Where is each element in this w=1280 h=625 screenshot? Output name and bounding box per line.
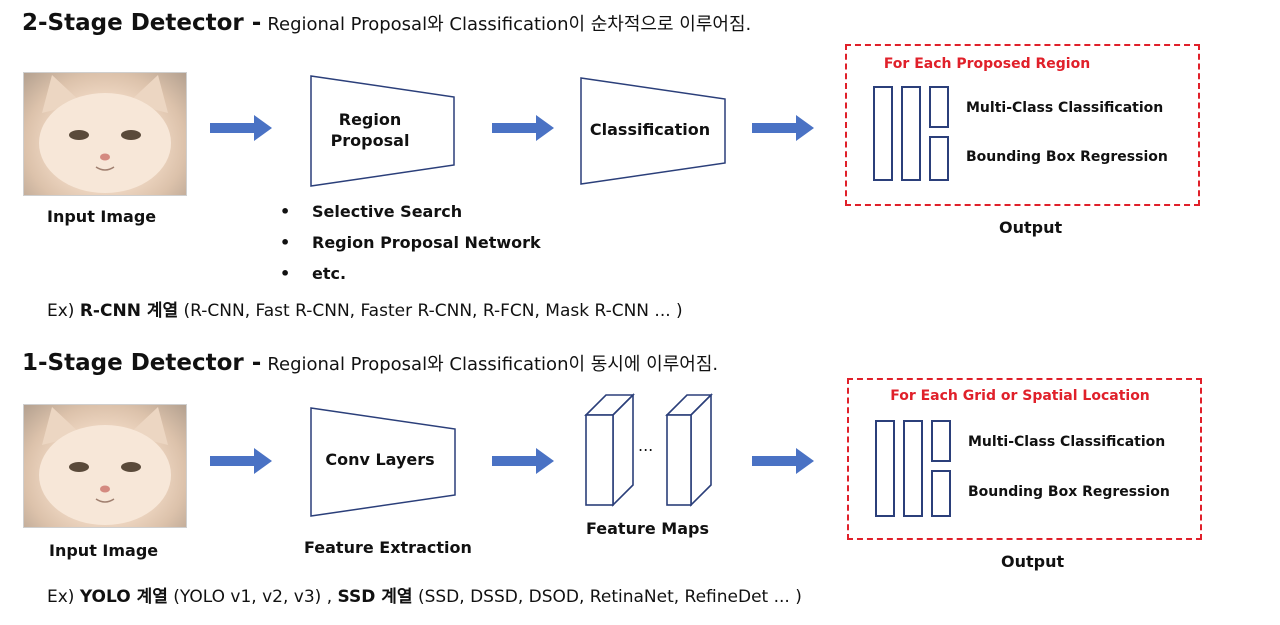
list-item: • Region Proposal Network — [280, 227, 541, 258]
one-stage-output-box: For Each Grid or Spatial Location Multi-… — [847, 378, 1202, 540]
one-stage-example-ssd-list: (SSD, DSSD, DSOD, RetinaNet, RefineDet .… — [417, 587, 802, 607]
one-stage-example-yolo-list: (YOLO v1, v2, v3) , — [173, 587, 333, 607]
right-arrow-icon — [752, 115, 814, 141]
one-stage-heading: 1-Stage Detector-Regional Proposal와 Clas… — [22, 350, 718, 376]
two-stage-description: Regional Proposal와 Classification이 순차적으로… — [267, 14, 752, 35]
two-stage-output-label-classification: Multi-Class Classification — [966, 100, 1164, 116]
bullet-text: Region Proposal Network — [312, 233, 541, 252]
one-stage-output-caption: Output — [1001, 552, 1065, 571]
list-item: • etc. — [280, 258, 541, 289]
two-stage-bullet-list: • Selective Search • Region Proposal Netwo… — [280, 196, 541, 289]
conv-layers-block — [310, 407, 456, 517]
bullet-text: Selective Search — [312, 202, 463, 221]
classification-block — [580, 77, 726, 185]
list-item: • Selective Search — [280, 196, 541, 227]
right-arrow-icon — [752, 448, 814, 474]
output-bar-box — [931, 470, 951, 517]
region-proposal-line1: Region — [338, 110, 402, 129]
output-bar — [875, 420, 895, 517]
one-stage-example-prefix: Ex) — [47, 587, 75, 607]
two-stage-example: Ex) R-CNN 계열 (R-CNN, Fast R-CNN, Faster … — [47, 296, 683, 321]
one-stage-example: Ex) YOLO 계열 (YOLO v1, v2, v3) , SSD 계열 (… — [47, 582, 802, 607]
two-stage-output-title: For Each Proposed Region — [883, 56, 1091, 72]
one-stage-dash: - — [251, 350, 262, 376]
two-stage-input-caption: Input Image — [47, 207, 157, 226]
conv-layers-label: Conv Layers — [325, 450, 435, 469]
two-stage-output-box: For Each Proposed Region Multi-Class Cla… — [845, 44, 1200, 206]
output-bar — [873, 86, 893, 181]
one-stage-example-family-ssd: SSD 계열 — [337, 587, 413, 607]
region-proposal-line2: Proposal — [330, 131, 410, 150]
classification-label: Classification — [589, 120, 711, 139]
two-stage-input-image — [23, 72, 187, 196]
cat-face-icon — [39, 75, 171, 193]
two-stage-example-prefix: Ex) — [47, 301, 75, 321]
two-stage-example-family: R-CNN 계열 — [79, 301, 179, 321]
right-arrow-icon — [210, 448, 272, 474]
feature-maps-ellipsis: ... — [638, 436, 654, 455]
bullet-icon: • — [280, 233, 291, 252]
output-bar — [901, 86, 921, 181]
one-stage-description: Regional Proposal와 Classification이 동시에 이… — [267, 354, 719, 375]
one-stage-output-label-classification: Multi-Class Classification — [968, 434, 1166, 450]
one-stage-title: 1-Stage Detector — [22, 350, 244, 376]
output-bar-class — [931, 420, 951, 462]
one-stage-output-label-regression: Bounding Box Regression — [968, 484, 1170, 500]
cat-face-icon — [39, 407, 171, 525]
one-stage-output-title: For Each Grid or Spatial Location — [890, 388, 1150, 404]
output-bar-box — [929, 136, 949, 181]
bullet-icon: • — [280, 202, 291, 221]
output-bar — [903, 420, 923, 517]
two-stage-dash: - — [251, 10, 262, 36]
region-proposal-label: Region Proposal — [310, 109, 430, 151]
feature-maps-icon — [584, 393, 713, 507]
output-bar-class — [929, 86, 949, 128]
bullet-text: etc. — [312, 264, 347, 283]
two-stage-heading: 2-Stage Detector-Regional Proposal와 Clas… — [22, 10, 751, 36]
right-arrow-icon — [492, 448, 554, 474]
feature-extraction-caption: Feature Extraction — [304, 538, 472, 557]
right-arrow-icon — [210, 115, 272, 141]
two-stage-example-list: (R-CNN, Fast R-CNN, Faster R-CNN, R-FCN,… — [183, 301, 683, 321]
feature-maps-caption: Feature Maps — [586, 519, 709, 538]
one-stage-input-caption: Input Image — [49, 541, 159, 560]
two-stage-title: 2-Stage Detector — [22, 10, 244, 36]
one-stage-example-family-yolo: YOLO 계열 — [79, 587, 168, 607]
two-stage-output-label-regression: Bounding Box Regression — [966, 149, 1168, 165]
right-arrow-icon — [492, 115, 554, 141]
bullet-icon: • — [280, 264, 291, 283]
one-stage-input-image — [23, 404, 187, 528]
two-stage-output-caption: Output — [999, 218, 1063, 237]
region-proposal-block — [310, 75, 455, 187]
